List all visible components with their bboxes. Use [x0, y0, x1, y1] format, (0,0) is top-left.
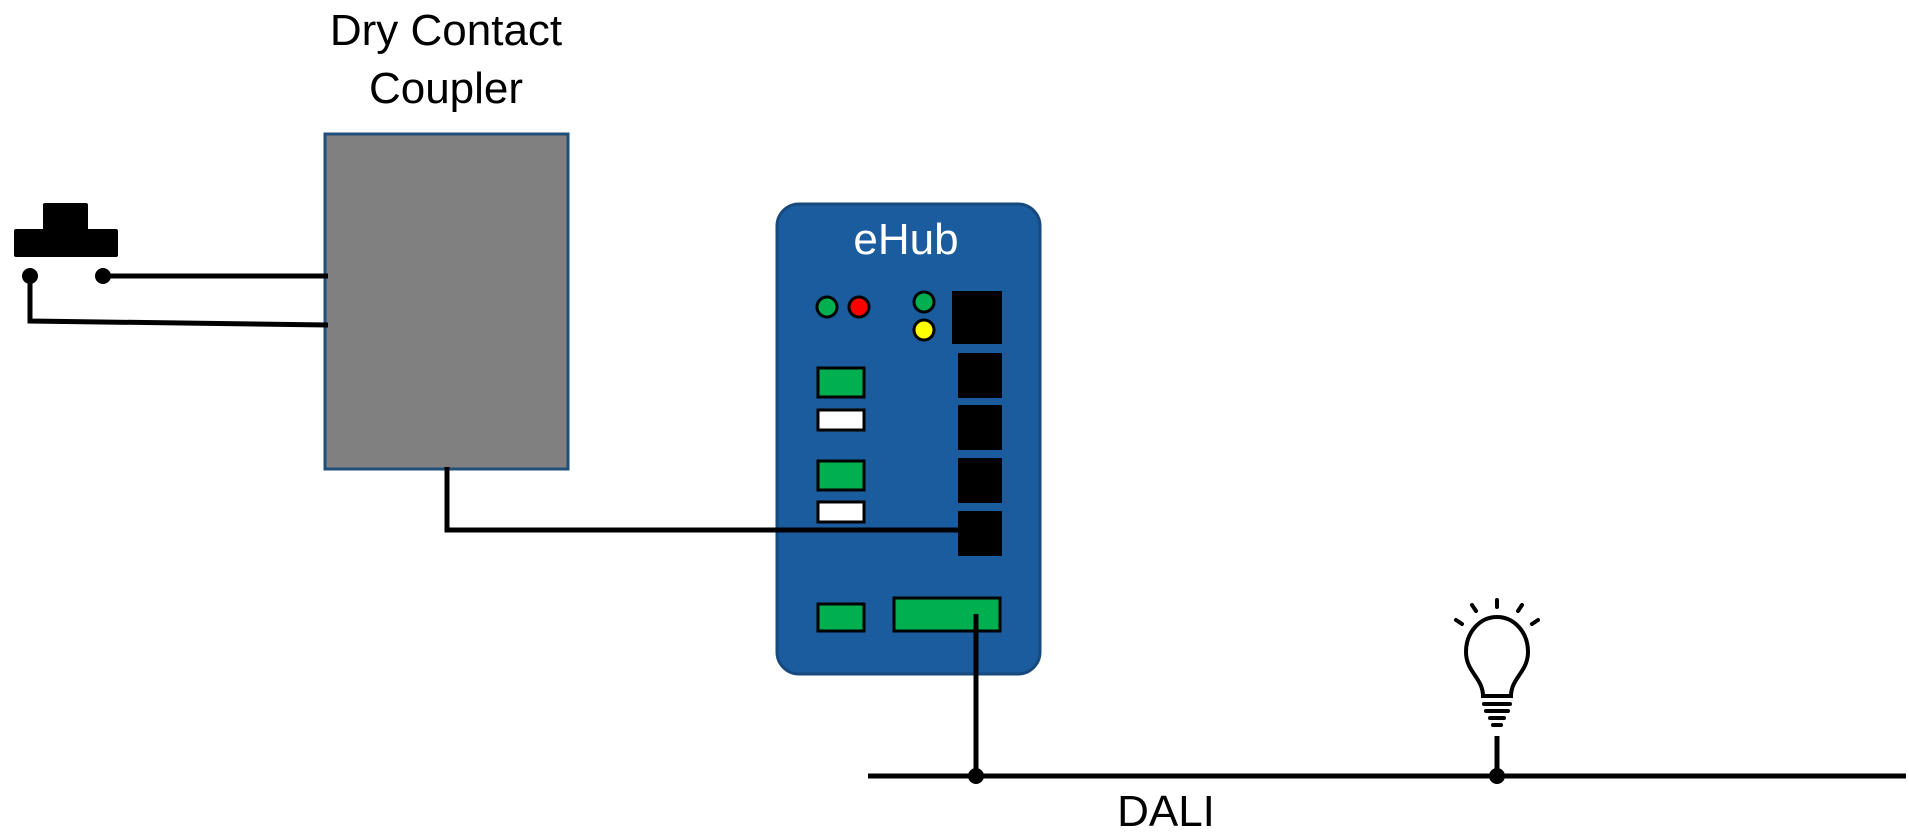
- dry-contact-coupler-box: [323, 132, 570, 471]
- connector-green-2: [816, 459, 866, 492]
- ehub-dali-junction: [968, 768, 984, 784]
- status-led-green-2: [912, 290, 936, 314]
- port-4: [958, 458, 1002, 503]
- dali-label: DALI: [1117, 787, 1215, 832]
- port-5: [958, 511, 1002, 556]
- bulb-dali-junction: [1489, 768, 1505, 784]
- dali-connector: [892, 596, 1002, 633]
- connector-green-1: [816, 366, 866, 399]
- ehub-title: eHub: [853, 215, 958, 264]
- connector-white-2: [816, 500, 866, 524]
- push-button-icon: [14, 203, 118, 284]
- light-bulb-icon: [1454, 598, 1540, 727]
- status-led-yellow: [912, 318, 936, 342]
- ethernet-port-1: [952, 291, 1002, 344]
- connector-green-small: [816, 602, 866, 633]
- coupler-title-line2: Coupler: [369, 64, 523, 113]
- status-led-red: [847, 295, 871, 319]
- coupler-to-ehub-wire: [444, 467, 960, 533]
- status-led-green-1: [815, 295, 839, 319]
- button-wire-bottom: [27, 276, 329, 328]
- port-2: [958, 353, 1002, 398]
- connector-white-1: [816, 408, 866, 432]
- port-3: [958, 405, 1002, 450]
- coupler-title-line1: Dry Contact: [330, 6, 562, 55]
